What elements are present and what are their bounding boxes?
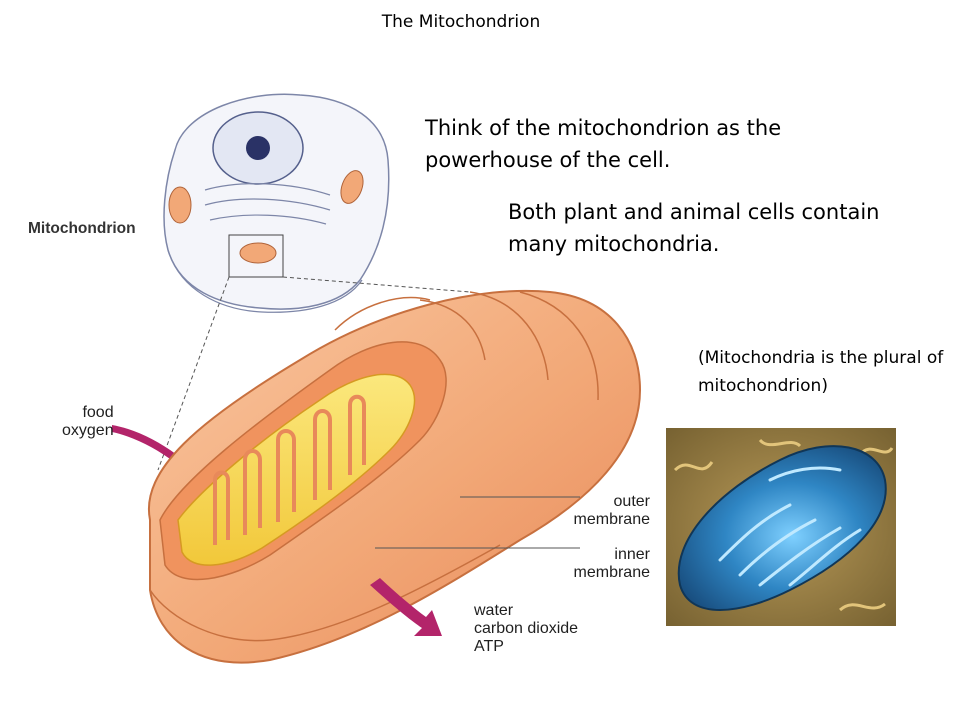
output-arrow: [370, 578, 442, 636]
input-oxygen-label: oxygen: [62, 422, 114, 439]
main-point-text: Think of the mitochondrion as the powerh…: [425, 116, 782, 172]
output-atp-label: ATP: [474, 638, 504, 655]
animal-cell-icon: [157, 93, 471, 471]
inner-membrane-label-line1: inner: [614, 546, 650, 563]
inner-membrane-label: inner membrane: [550, 546, 650, 582]
inner-membrane-label-line2: membrane: [573, 564, 650, 581]
plural-note-text: (Mitochondria is the plural of mitochond…: [698, 348, 944, 396]
cell-mitochondrion-label: Mitochondrion: [28, 220, 136, 237]
mitochondrion-icon: [147, 289, 642, 664]
input-food-label: food: [82, 404, 114, 421]
output-co2-label: carbon dioxide: [474, 620, 579, 637]
slide-title: The Mitochondrion: [381, 12, 541, 32]
outer-membrane-label-line2: membrane: [573, 511, 650, 528]
outer-membrane-label: outer membrane: [550, 493, 650, 529]
micrograph-icon: [666, 428, 896, 626]
inputs-label: food oxygen: [62, 404, 114, 440]
outputs-label: water carbon dioxide ATP: [474, 602, 578, 656]
secondary-point-text: Both plant and animal cells contain many…: [508, 200, 880, 256]
outer-membrane-label-line1: outer: [613, 493, 650, 510]
output-water-label: water: [474, 602, 514, 619]
